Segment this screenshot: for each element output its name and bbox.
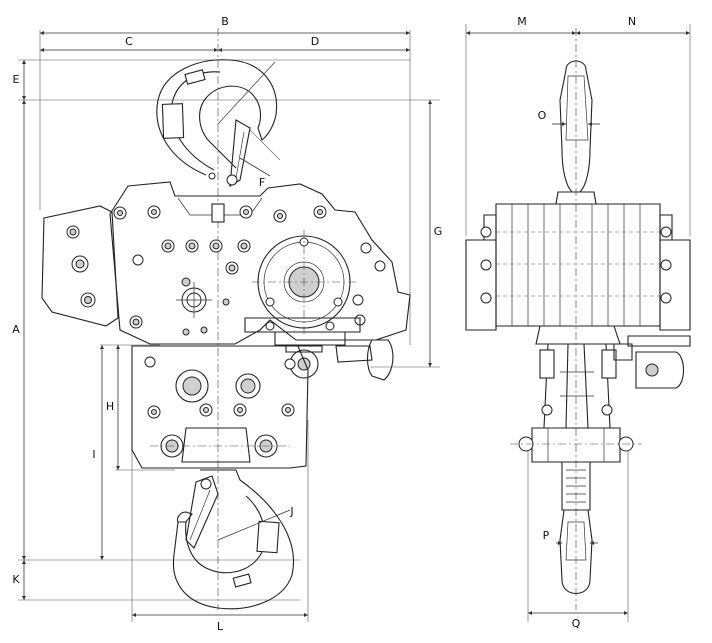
body-bolts [113, 205, 386, 329]
side-view: M N Q O [465, 15, 691, 630]
dim-label-E: E [13, 73, 20, 86]
dim-label-L: L [217, 620, 224, 633]
dim-label-G: G [434, 225, 443, 238]
dim-label-M: M [517, 15, 527, 28]
dim-label-A: A [12, 323, 20, 336]
dim-label-I: I [92, 448, 95, 461]
dim-label-K: K [12, 573, 20, 586]
dim-label-D: D [311, 35, 319, 48]
side-bolts [480, 226, 672, 304]
dim-label-N: N [628, 15, 636, 28]
dim-label-P: P [543, 529, 550, 542]
dim-label-J: J [289, 505, 293, 518]
dim-label-B: B [221, 15, 229, 28]
dim-label-Q: Q [572, 617, 581, 630]
dim-label-F: F [259, 176, 265, 189]
dim-label-O: O [538, 109, 547, 122]
dim-label-C: C [125, 35, 133, 48]
dim-label-H: H [106, 400, 114, 413]
motor-drum [252, 230, 356, 334]
front-view: B C D A E K G H I L [12, 15, 442, 633]
